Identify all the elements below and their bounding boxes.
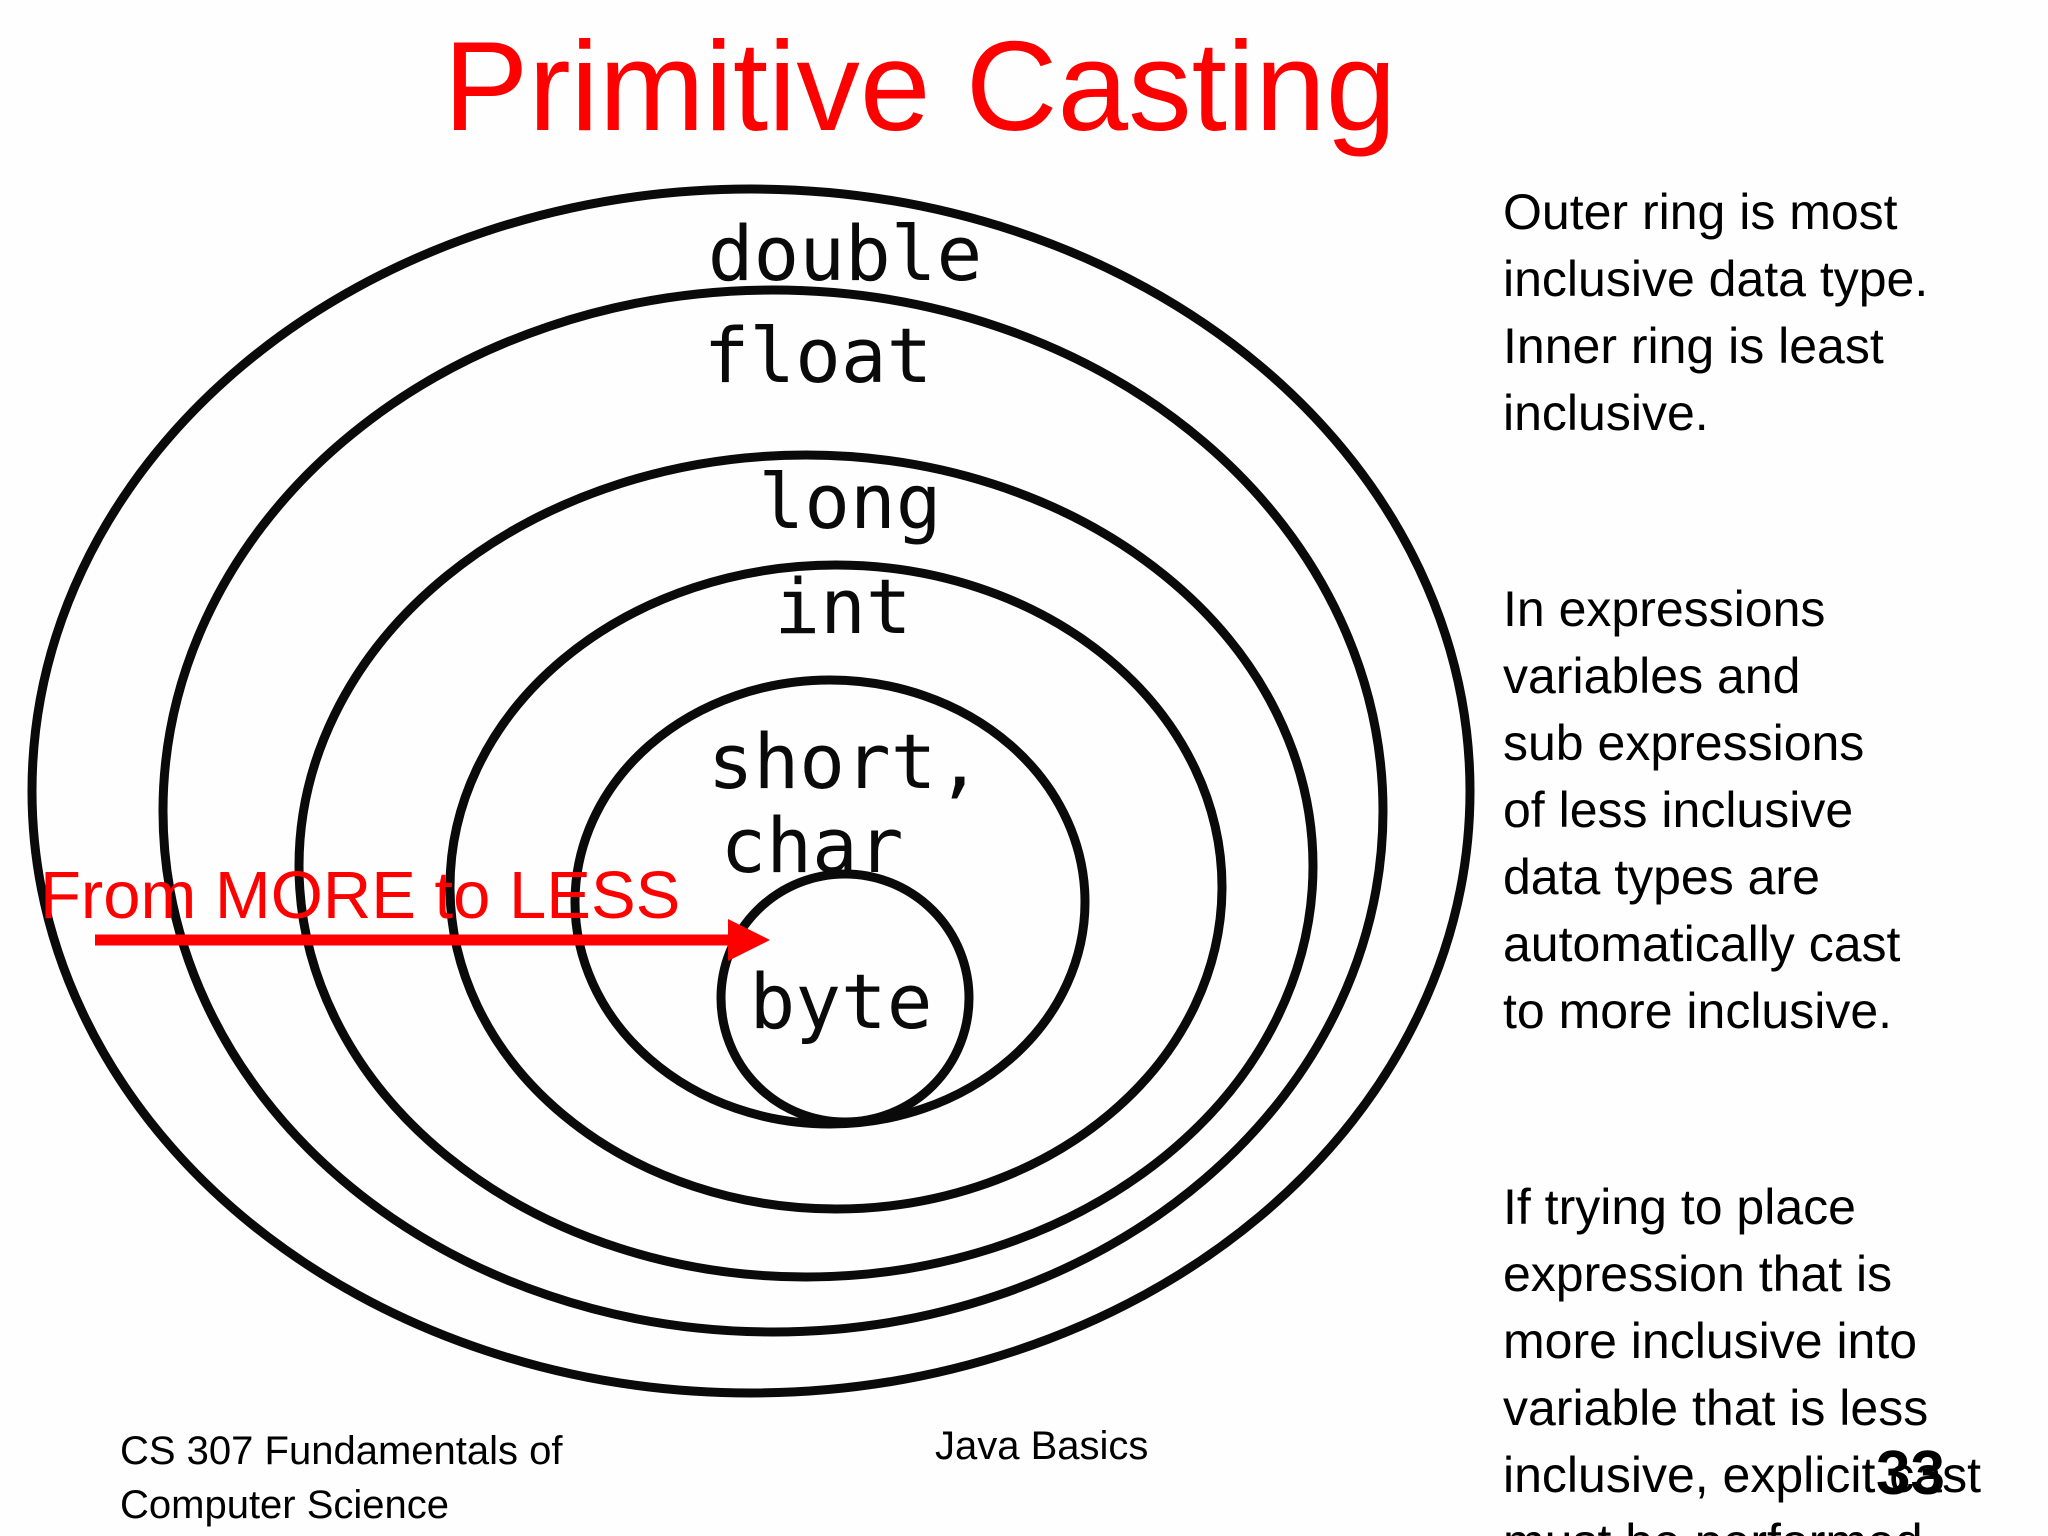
note-explicit-cast: If trying to place expression that is mo…: [1503, 1179, 1981, 1536]
ring-int: [445, 560, 1227, 1214]
note-auto-cast: In expressions variables and sub express…: [1503, 581, 1901, 1039]
footer-course-name: CS 307 Fundamentals of Computer Science: [120, 1429, 563, 1527]
ring-float: [158, 285, 1388, 1337]
ring-long: [294, 450, 1318, 1282]
type-label-short: short,: [708, 717, 983, 806]
note-inclusiveness: Outer ring is most inclusive data type. …: [1503, 184, 1929, 441]
type-label-int: int: [774, 562, 911, 651]
type-label-long: long: [758, 457, 941, 546]
type-label-double: double: [708, 209, 983, 298]
ring-byte: [716, 869, 974, 1127]
notes-column: Outer ring is most inclusive data type. …: [1503, 112, 2048, 1536]
page-number: 33: [1876, 1439, 1945, 1508]
ring-double: [27, 184, 1475, 1398]
page-title: Primitive Casting: [443, 15, 1397, 157]
type-label-float: float: [704, 311, 933, 400]
type-label-char: char: [720, 801, 903, 890]
cast-direction-arrow-head: [728, 919, 770, 961]
cast-direction-label: From MORE to LESS: [40, 858, 680, 933]
type-label-byte: byte: [749, 957, 932, 1046]
footer-section-name: Java Basics: [935, 1424, 1149, 1468]
